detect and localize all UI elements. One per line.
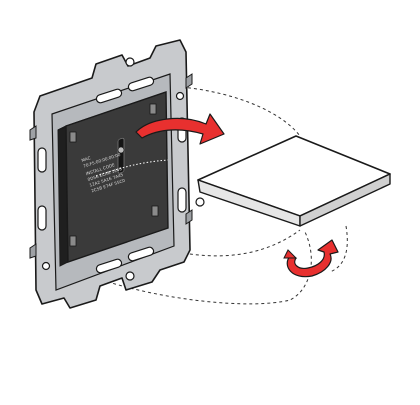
slot-left-lower (37, 205, 47, 231)
slot-bottom-left (95, 258, 123, 274)
rotate-arrow-tail (283, 249, 298, 259)
hole-top (125, 57, 135, 67)
rotate-arrow-icon (286, 239, 339, 278)
module-connectors (69, 103, 159, 247)
module-slot (117, 137, 125, 174)
cover-plate (195, 135, 391, 227)
hole-bottom (125, 271, 135, 281)
frame-holes (41, 57, 185, 281)
label-mac: MAC (81, 155, 91, 163)
slot-top-left (95, 88, 123, 104)
slot-left-upper (37, 147, 47, 173)
frame-claws (29, 73, 193, 259)
slot-bottom-right (127, 246, 155, 262)
cover-front (197, 135, 391, 217)
insert-arrow-icon (135, 113, 225, 145)
pull-string (95, 159, 169, 177)
slot-top-right (127, 76, 155, 92)
dashed-guide-lines (95, 85, 348, 305)
hole-left (41, 261, 51, 271)
slot-right-lower (177, 187, 187, 213)
cover-hook (195, 197, 205, 207)
cover-right-edge (299, 173, 391, 227)
module-led (117, 146, 125, 154)
hole-right (175, 91, 185, 101)
